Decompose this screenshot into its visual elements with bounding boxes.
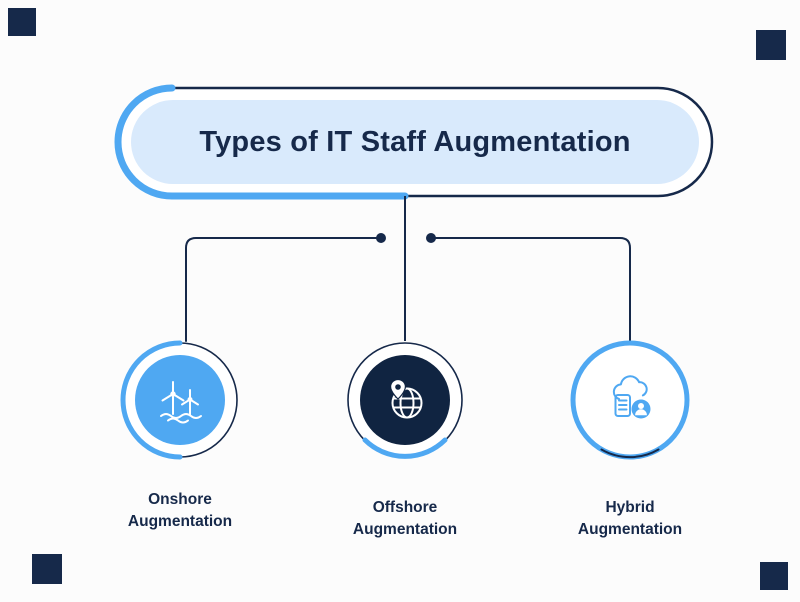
corner-square-top-right [756,30,786,60]
title-pill-fill [131,100,699,184]
diagram-title: Types of IT Staff Augmentation [199,125,631,158]
connector-line-right [430,237,631,342]
node-ring-accent-hybrid [600,448,660,459]
title-pill-blue-accent [114,84,409,200]
corner-square-bottom-right [760,562,788,590]
wind-turbine-icon [152,372,208,428]
node-label-onshore: Onshore Augmentation [127,491,233,530]
branch-dot-right [426,233,436,243]
branch-dot-left [376,233,386,243]
corner-square-bottom-left [32,554,62,584]
node-ring-accent-onshore [120,340,183,460]
node-disc-offshore [360,355,450,445]
cloud-device-person-icon [602,372,658,428]
node-disc-onshore [135,355,225,445]
node-label-hybrid: Hybrid Augmentation [577,499,683,538]
connector-line-left [185,237,382,342]
node-label-offshore: Offshore Augmentation [352,499,458,538]
corner-square-top-left [8,8,36,36]
node-ring-accent-offshore [362,437,448,459]
globe-location-pin-icon [377,372,433,428]
